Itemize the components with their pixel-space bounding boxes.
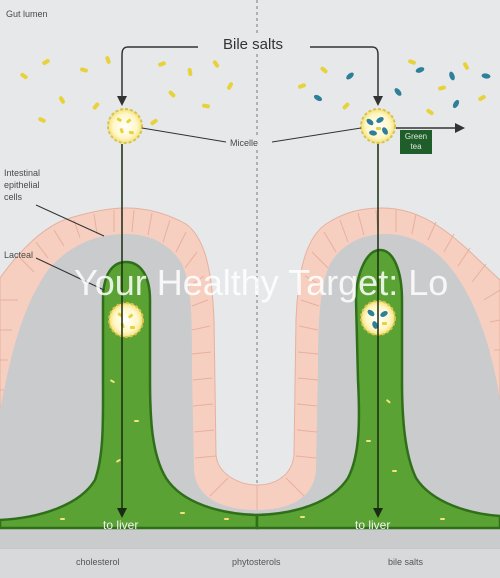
lacteal-label: Lacteal (4, 250, 33, 261)
green-tea-box: Green tea (400, 130, 432, 154)
micelle-right (361, 109, 395, 143)
intestinal-cells-label-3: cells (4, 192, 22, 203)
lacteal-micelle-left (109, 303, 143, 337)
legend-phytosterols-label: phytosterols (232, 557, 281, 567)
watermark-text: Your Healthy Target: Lo (74, 262, 448, 304)
to-liver-right-label: to liver (355, 518, 390, 532)
intestinal-cells-label-2: epithelial (4, 180, 40, 191)
bile-salts-label: Bile salts (198, 36, 308, 53)
micelle-label: Micelle (228, 138, 260, 149)
to-liver-left-label: to liver (103, 518, 138, 532)
legend: cholesterol phytosterols bile salts (0, 548, 500, 578)
gut-lumen-label: Gut lumen (6, 9, 48, 20)
legend-cholesterol-label: cholesterol (76, 557, 120, 567)
intestinal-cells-label-1: Intestinal (4, 168, 40, 179)
micelle-left (108, 109, 142, 143)
legend-bile-salts-label: bile salts (388, 557, 423, 567)
